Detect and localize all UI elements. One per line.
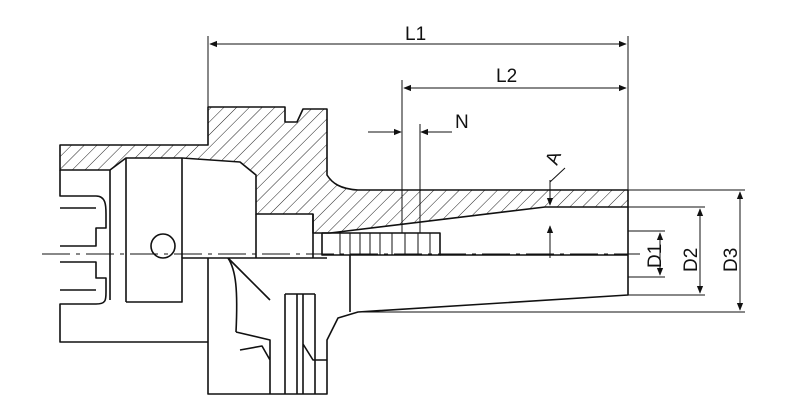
hsk-shank-outline: [59, 170, 208, 343]
shank-bottom-face: [126, 257, 208, 303]
thread-detail: [339, 233, 431, 255]
drive-hole: [150, 233, 176, 259]
label-d2: D2: [681, 248, 702, 272]
leader-a: [549, 167, 566, 183]
label-l1: L1: [405, 24, 426, 45]
label-n: N: [455, 112, 469, 133]
flange-lower-details: [208, 257, 327, 394]
label-d3: D3: [721, 248, 742, 272]
flange-lower: [207, 207, 629, 395]
nose-lower: [255, 214, 628, 312]
shank-inner-lines: [60, 158, 183, 302]
label-l2: L2: [496, 66, 517, 87]
label-a: A: [542, 148, 566, 167]
collet-arc: [227, 257, 238, 333]
label-d1: D1: [645, 244, 666, 268]
section-upper-half: [59, 106, 629, 234]
